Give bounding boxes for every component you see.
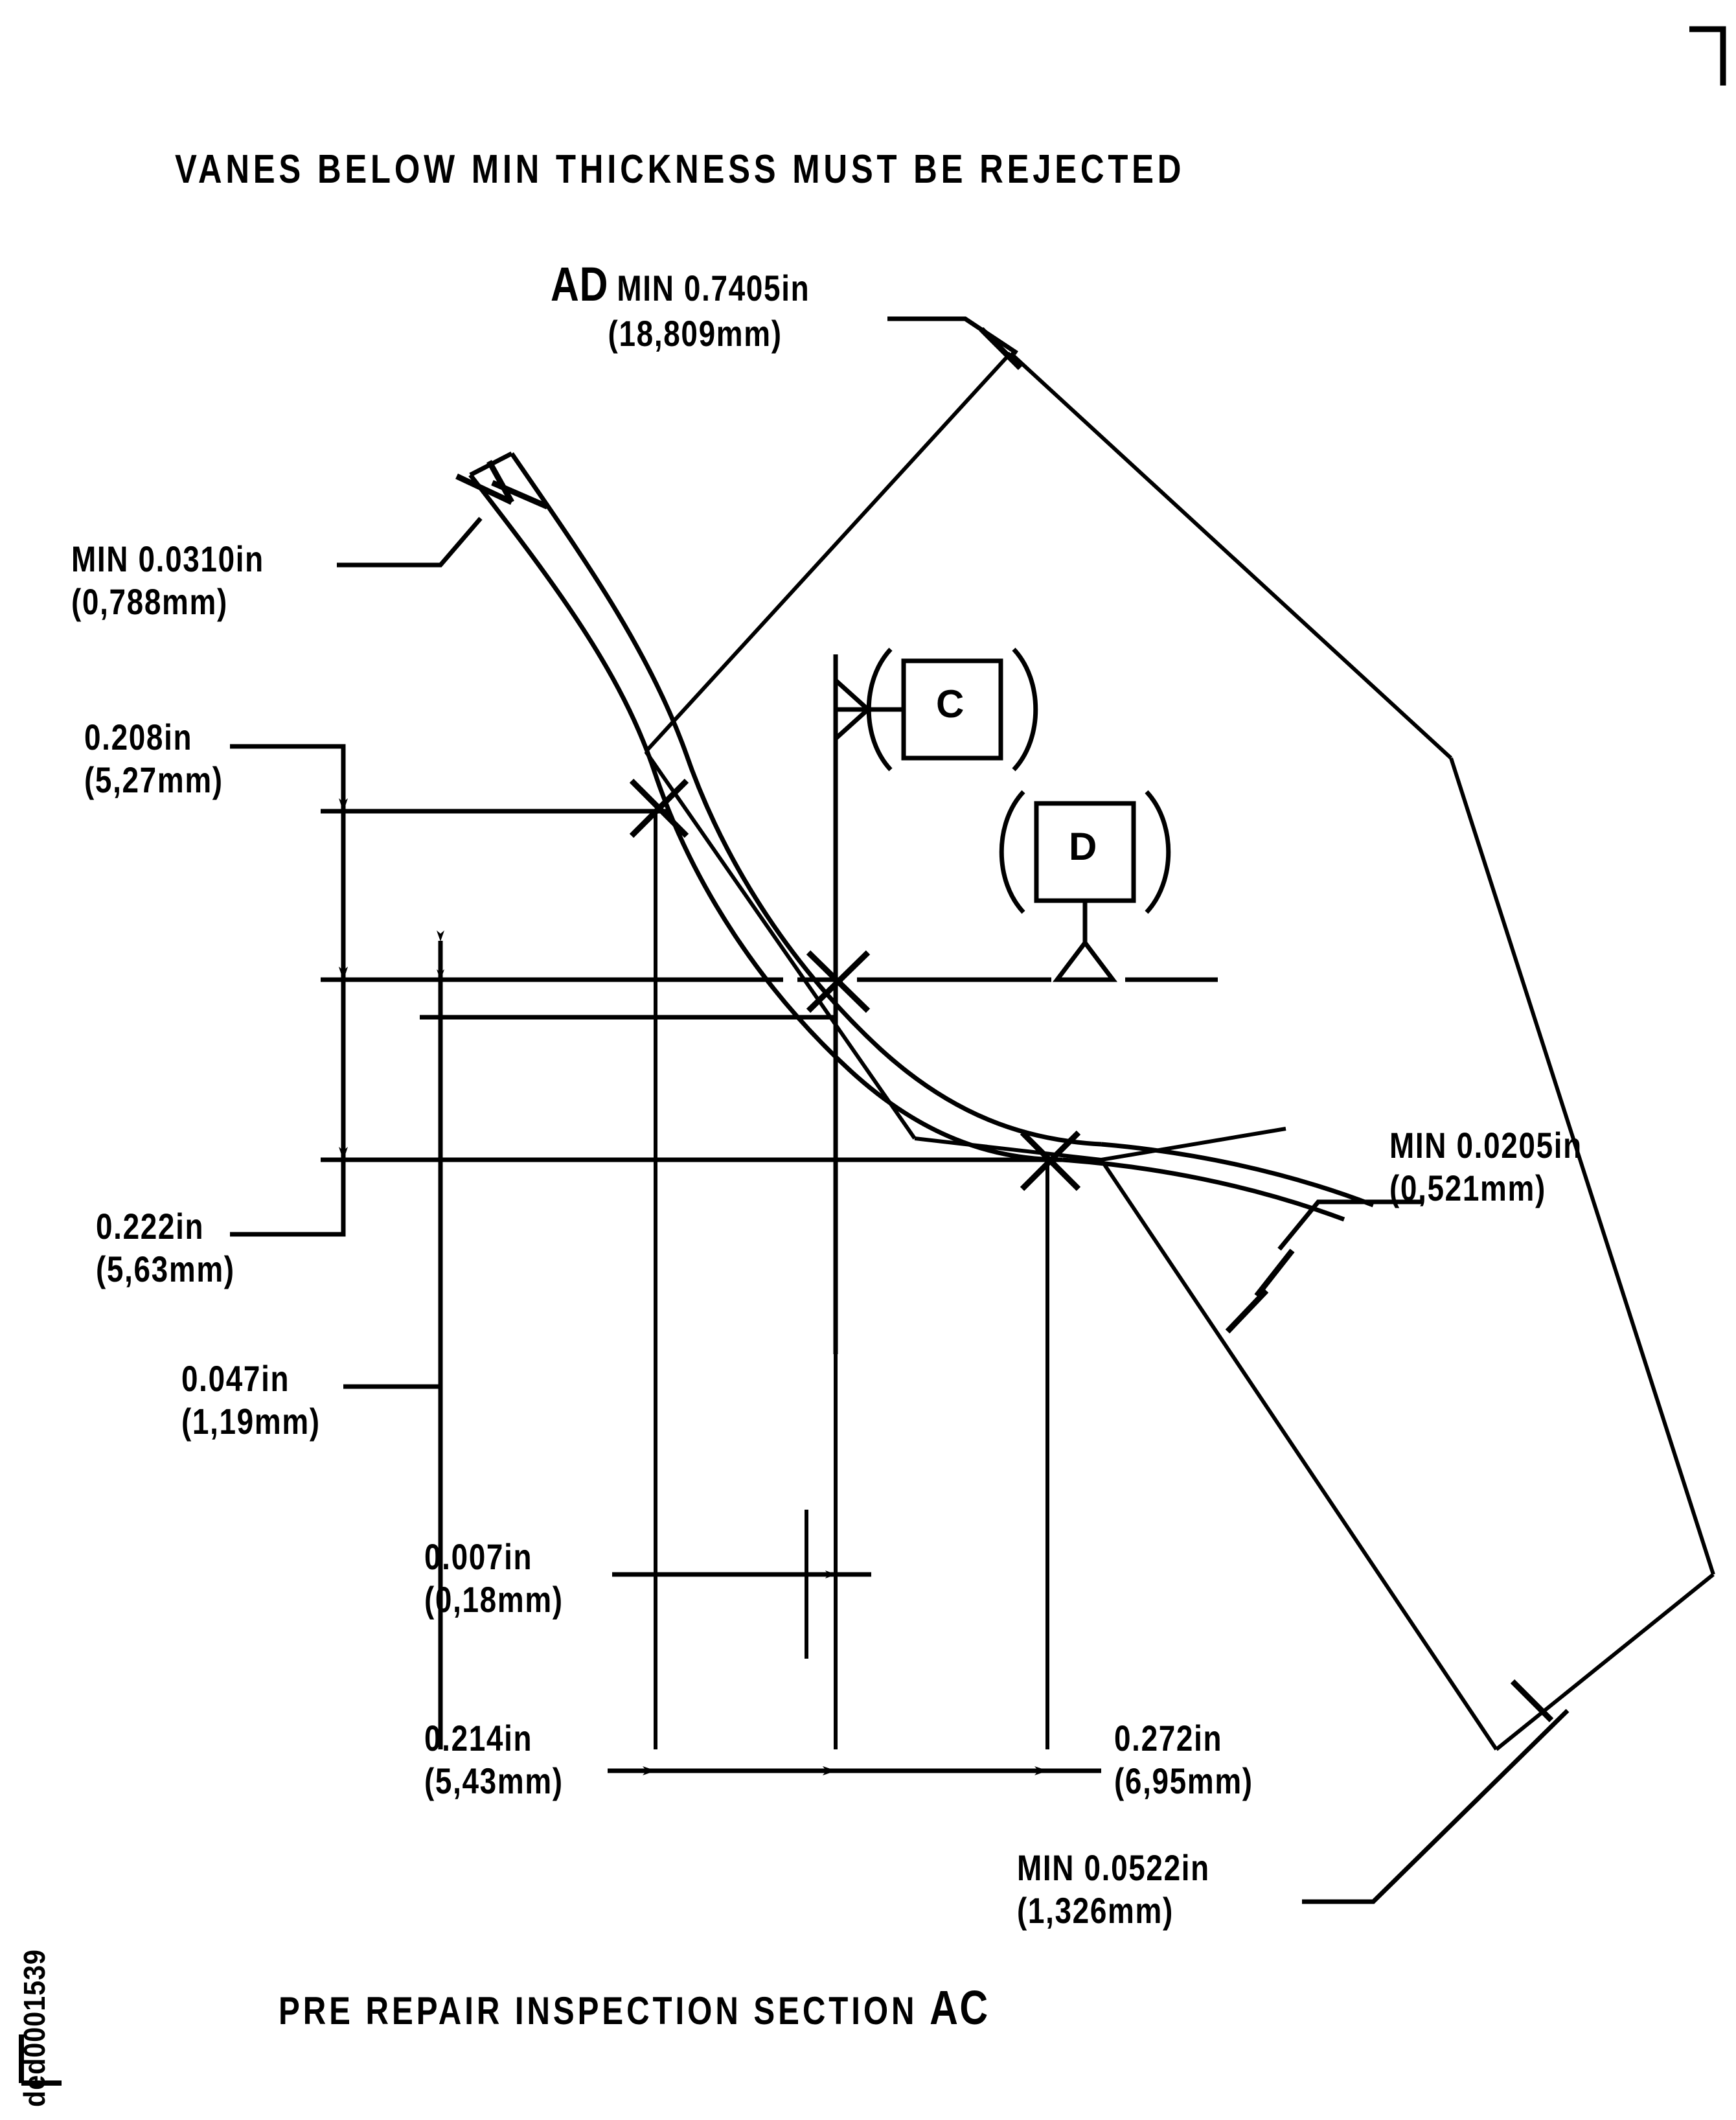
- callout-min-0522: MIN 0.0522in (1,326mm): [1017, 1847, 1210, 1932]
- callout-dim-0208-line1: 0.208in: [84, 717, 193, 757]
- section-caption-text: PRE REPAIR INSPECTION SECTION: [279, 1989, 930, 2033]
- measurement-point-tick-center: [806, 950, 871, 1013]
- callout-dim-0047-line2: (1,19mm): [181, 1401, 321, 1442]
- leader-min-0310-arrow-2: [491, 479, 549, 510]
- sheet-side-code-text: ded0001539: [17, 1949, 51, 2107]
- sheet-side-code: ded0001539: [12, 1931, 51, 2112]
- callout-dim-0222: 0.222in (5,63mm): [96, 1205, 235, 1291]
- callout-dim-0272-line2: (6,95mm): [1114, 1760, 1253, 1802]
- callout-dim-0007-line2: (0,18mm): [424, 1579, 564, 1620]
- leader-min-0310: [337, 516, 483, 568]
- callout-min-0310-line2: (0,788mm): [71, 581, 228, 623]
- leader-min-0310-arrow: [455, 459, 514, 505]
- corner-registration-mark-bottom-left: [19, 2034, 62, 2086]
- callout-dim-0222-line2: (5,63mm): [96, 1249, 235, 1290]
- leader-ad-arrow: [979, 327, 1023, 371]
- leader-min-0205-arrow: [1225, 1249, 1295, 1334]
- vane-pressure-surface: [510, 452, 1102, 1147]
- leader-shoulder-0222: [230, 1160, 346, 1237]
- callout-min-0205: MIN 0.0205in (0,521mm): [1389, 1124, 1582, 1210]
- callout-dim-0214-line2: (5,43mm): [424, 1760, 564, 1802]
- vane-suction-surface: [468, 473, 1063, 1162]
- section-caption-id: AC: [930, 1981, 990, 2034]
- callout-dim-0208-line2: (5,27mm): [84, 759, 223, 801]
- callout-dim-0047: 0.047in (1,19mm): [181, 1357, 321, 1443]
- callout-dim-0214: 0.214in (5,43mm): [424, 1717, 564, 1803]
- ad-callout-prefix: AD: [551, 257, 609, 311]
- datum-d-symbol: [999, 790, 1171, 982]
- leader-min-0205: [1277, 1199, 1422, 1251]
- callout-dim-0272: 0.272in (6,95mm): [1114, 1717, 1253, 1803]
- title-note: VANES BELOW MIN THICKNESS MUST BE REJECT…: [175, 147, 1185, 192]
- callout-dim-0214-line1: 0.214in: [424, 1718, 533, 1758]
- measurement-point-tick-lower: [1020, 1130, 1081, 1192]
- datum-d-letter: D: [1069, 825, 1097, 868]
- leader-min-0522: [1302, 1709, 1570, 1904]
- ad-callout-line1: MIN 0.7405in: [617, 268, 810, 308]
- corner-registration-mark-top-right: [1689, 26, 1726, 86]
- datum-c-letter: C: [936, 682, 965, 726]
- callout-dim-0222-line1: 0.222in: [96, 1206, 205, 1247]
- vane-trailing-edge: [1062, 1142, 1375, 1222]
- leader-shoulder-0208: [230, 744, 346, 811]
- callout-min-0522-line1: MIN 0.0522in: [1017, 1847, 1210, 1888]
- callout-dim-0047-line1: 0.047in: [181, 1358, 290, 1399]
- callout-dim-0208: 0.208in (5,27mm): [84, 716, 223, 801]
- callout-dim-0272-line1: 0.272in: [1114, 1718, 1223, 1758]
- callout-dim-0007-line1: 0.007in: [424, 1536, 533, 1577]
- callout-min-0522-line2: (1,326mm): [1017, 1890, 1174, 1931]
- vane-section-outline: [644, 351, 1715, 1751]
- measurement-point-tick-upper: [629, 778, 689, 838]
- callout-min-0310-line1: MIN 0.0310in: [71, 538, 264, 579]
- leader-min-0522-arrow: [1510, 1679, 1554, 1723]
- callout-min-0205-line1: MIN 0.0205in: [1389, 1125, 1582, 1166]
- datum-c-symbol: [833, 647, 1038, 772]
- leader-ad-callout: [887, 316, 1018, 355]
- ad-callout-line2: (18,809mm): [608, 313, 782, 354]
- callout-dim-0007: 0.007in (0,18mm): [424, 1536, 564, 1621]
- callout-min-0205-line2: (0,521mm): [1389, 1168, 1546, 1209]
- section-caption: PRE REPAIR INSPECTION SECTION AC: [279, 1979, 990, 2036]
- callout-min-0310: MIN 0.0310in (0,788mm): [71, 538, 264, 623]
